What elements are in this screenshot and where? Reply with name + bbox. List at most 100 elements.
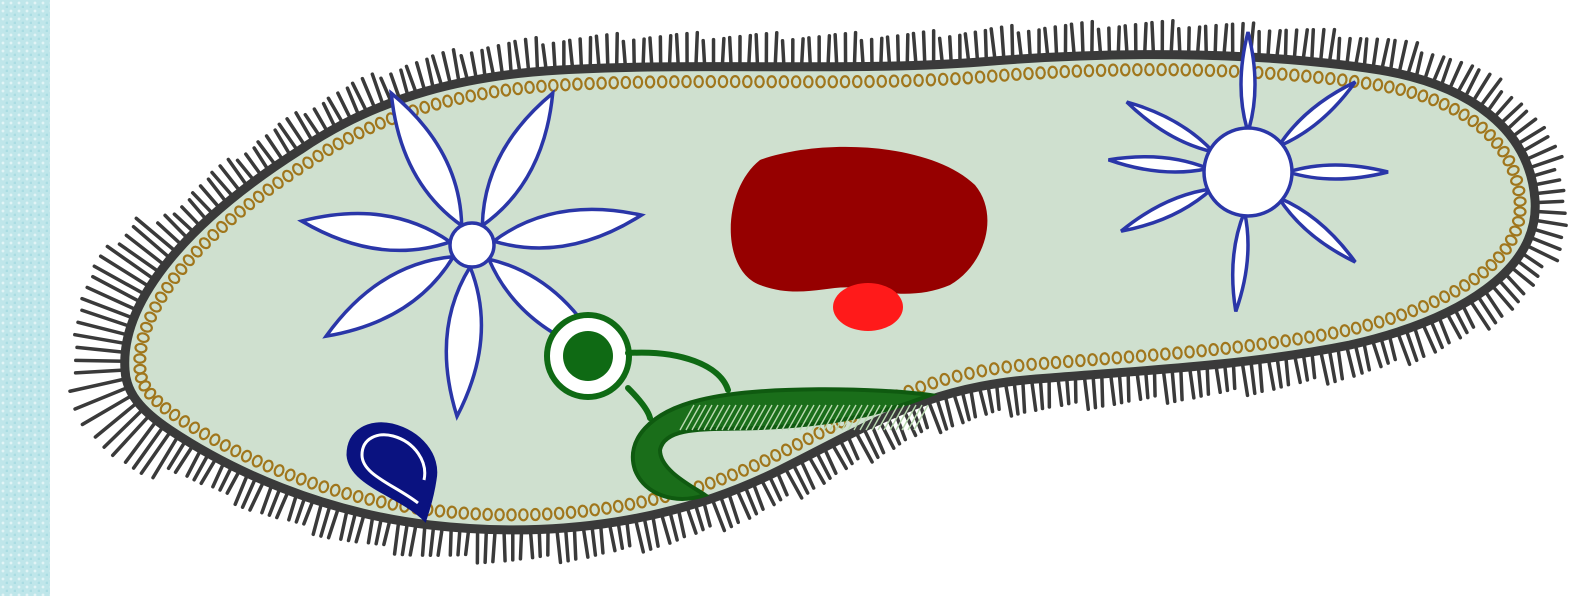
cilium bbox=[635, 519, 643, 552]
cilium bbox=[1145, 24, 1146, 55]
cilium bbox=[607, 35, 608, 68]
cilium bbox=[1082, 23, 1083, 56]
cilium bbox=[557, 528, 561, 562]
cilium bbox=[1534, 220, 1566, 225]
cilium bbox=[1251, 361, 1255, 394]
cilium bbox=[1012, 26, 1013, 60]
macronucleus bbox=[731, 147, 988, 294]
cilium bbox=[1268, 358, 1274, 389]
cilium bbox=[1312, 30, 1314, 62]
cilium bbox=[1014, 381, 1018, 414]
cilium bbox=[574, 527, 575, 559]
cilium bbox=[749, 36, 751, 67]
cilium bbox=[1329, 349, 1335, 381]
vacuole-reservoir bbox=[1204, 128, 1292, 216]
cilium bbox=[165, 215, 188, 239]
cilium bbox=[1084, 375, 1088, 409]
cilium bbox=[696, 33, 697, 67]
cilium bbox=[341, 509, 347, 539]
cilium bbox=[87, 287, 137, 310]
cilium bbox=[329, 507, 339, 538]
cilium bbox=[76, 360, 125, 361]
cilium bbox=[158, 223, 182, 245]
cilium bbox=[504, 530, 505, 561]
cilium bbox=[82, 299, 134, 319]
cilium bbox=[953, 393, 962, 423]
cilium bbox=[526, 40, 529, 73]
cilium bbox=[509, 44, 511, 75]
cilium bbox=[1152, 23, 1154, 55]
cilium bbox=[1321, 30, 1324, 63]
cilium bbox=[395, 520, 399, 554]
cilium bbox=[669, 36, 670, 67]
cilium bbox=[1005, 382, 1011, 416]
cilium bbox=[402, 522, 407, 555]
cilium bbox=[1329, 30, 1334, 64]
cilium bbox=[1171, 21, 1173, 55]
cilium bbox=[1198, 366, 1201, 396]
cilium bbox=[653, 515, 658, 546]
micronucleus bbox=[833, 283, 903, 331]
cilium bbox=[1190, 367, 1194, 398]
cilium bbox=[1172, 369, 1175, 402]
cilium bbox=[423, 524, 425, 555]
cilium bbox=[1023, 380, 1025, 412]
cilium bbox=[913, 33, 916, 65]
cilium bbox=[1347, 346, 1354, 376]
cilium bbox=[756, 35, 757, 67]
radiating-canal bbox=[1241, 32, 1255, 132]
cilium bbox=[1528, 157, 1562, 168]
cilium bbox=[1071, 24, 1074, 56]
cilium bbox=[1390, 40, 1395, 71]
cilium bbox=[1119, 373, 1121, 403]
cilium bbox=[76, 370, 125, 373]
cilium bbox=[1111, 373, 1115, 404]
cilium bbox=[650, 38, 652, 67]
cilium bbox=[515, 41, 520, 73]
cilium bbox=[1382, 40, 1389, 71]
cilium bbox=[443, 53, 450, 85]
cilium bbox=[1242, 362, 1247, 396]
cilium bbox=[77, 347, 125, 352]
cilium bbox=[82, 395, 132, 424]
cilium bbox=[924, 32, 925, 65]
cilium bbox=[583, 526, 588, 557]
cilium bbox=[1277, 357, 1281, 387]
cilium bbox=[1093, 375, 1095, 408]
cilium bbox=[1414, 326, 1424, 356]
cilium bbox=[775, 33, 777, 67]
cilium bbox=[75, 387, 129, 409]
cilium bbox=[945, 395, 952, 426]
cilium bbox=[485, 529, 486, 562]
cilium bbox=[985, 31, 986, 62]
cilium bbox=[1477, 295, 1495, 323]
cilium bbox=[644, 517, 651, 549]
cilium bbox=[828, 36, 829, 67]
cilium bbox=[410, 523, 416, 555]
cilium bbox=[661, 513, 670, 543]
cilium bbox=[907, 35, 908, 66]
cilium bbox=[1338, 347, 1342, 378]
cilium bbox=[75, 335, 127, 344]
cilium bbox=[536, 38, 537, 72]
cilium bbox=[493, 530, 495, 562]
radiating-canal bbox=[1288, 165, 1388, 179]
cilium bbox=[1260, 359, 1262, 391]
cilium bbox=[617, 34, 618, 68]
cilium bbox=[1181, 368, 1182, 400]
vacuole-reservoir bbox=[450, 223, 494, 267]
cilium bbox=[566, 528, 569, 561]
cilium bbox=[453, 50, 459, 83]
cilium bbox=[1002, 27, 1004, 60]
cilium bbox=[580, 39, 581, 69]
cilium bbox=[70, 379, 126, 392]
cilium bbox=[975, 32, 977, 62]
cilium bbox=[313, 502, 322, 534]
cilium bbox=[1303, 30, 1307, 61]
cilium bbox=[498, 46, 502, 76]
cilium bbox=[835, 35, 837, 67]
cilium bbox=[1163, 369, 1167, 403]
cilium bbox=[854, 33, 855, 67]
cilium bbox=[596, 36, 599, 68]
